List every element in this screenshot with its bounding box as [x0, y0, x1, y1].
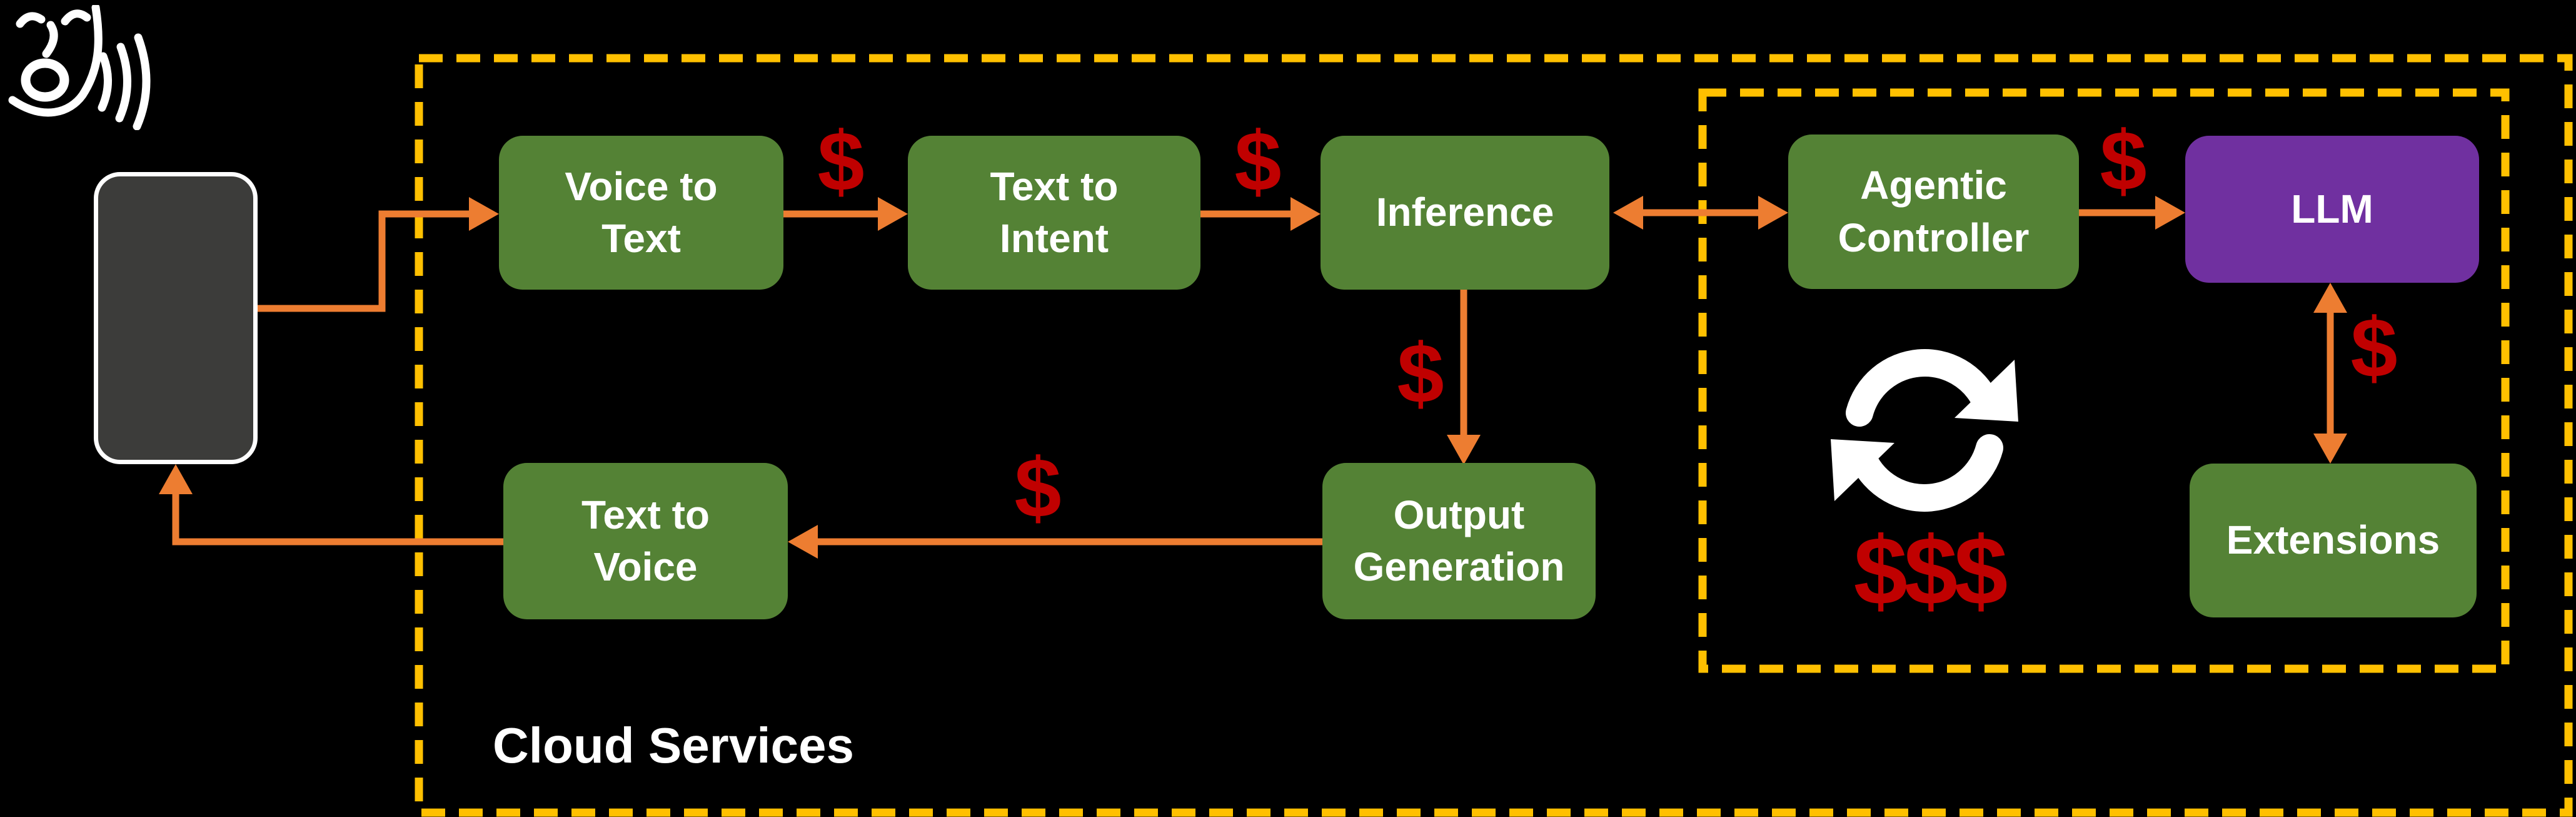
cloud-services-boundary — [415, 54, 2573, 817]
arrow-inference-agentic-controller — [1613, 196, 1788, 230]
node-voice-to-text-label: Voice to Text — [565, 163, 718, 261]
cost-agentic-loop-total: $$$ — [1853, 517, 2008, 625]
arrow-voice-to-text-to-text-to-intent — [783, 197, 908, 231]
node-agentic-controller: Agentic Controller — [1788, 134, 2079, 289]
arrow-output-generation-to-text-to-voice — [788, 525, 1322, 559]
node-text-to-voice: Text to Voice — [503, 463, 788, 619]
node-inference: Inference — [1321, 136, 1609, 290]
node-text-to-voice-label: Text to Voice — [581, 492, 710, 589]
arrow-llm-extensions — [2313, 283, 2347, 464]
node-text-to-intent: Text to Intent — [908, 136, 1200, 290]
arrow-inference-to-output-generation — [1447, 290, 1481, 465]
node-extensions: Extensions — [2190, 464, 2477, 617]
node-output-generation-label: Output Generation — [1353, 492, 1565, 589]
sync-loop-icon — [1831, 349, 2018, 512]
arrow-agentic-controller-to-llm — [2079, 196, 2185, 230]
cost-output-generation-to-text-to-voice: $ — [1014, 440, 1062, 535]
speaking-face-icon — [8, 5, 151, 130]
node-text-to-intent-label: Text to Intent — [990, 163, 1119, 261]
cost-voice-to-text-to-text-to-intent: $ — [817, 114, 865, 209]
node-output-generation: Output Generation — [1322, 463, 1596, 619]
cloud-services-group-label: Cloud Services — [493, 718, 855, 773]
cost-text-to-intent-to-inference: $ — [1234, 114, 1282, 209]
arrow-text-to-intent-to-inference — [1200, 197, 1321, 231]
node-extensions-label: Extensions — [2226, 517, 2440, 563]
node-inference-label: Inference — [1376, 190, 1554, 235]
cost-inference-to-output-generation: $ — [1397, 326, 1444, 421]
phone-device — [94, 172, 258, 464]
agentic-loop-boundary — [1698, 88, 2510, 673]
cost-llm-to-extensions: $ — [2350, 300, 2398, 395]
node-llm: LLM — [2185, 136, 2479, 283]
cost-agentic-controller-to-llm: $ — [2100, 113, 2147, 208]
node-agentic-controller-label: Agentic Controller — [1838, 163, 2030, 260]
arrow-device-to-voice-to-text — [258, 197, 499, 312]
node-voice-to-text: Voice to Text — [499, 136, 783, 290]
arrow-text-to-voice-to-device — [159, 464, 503, 546]
node-llm-label: LLM — [2291, 186, 2373, 231]
